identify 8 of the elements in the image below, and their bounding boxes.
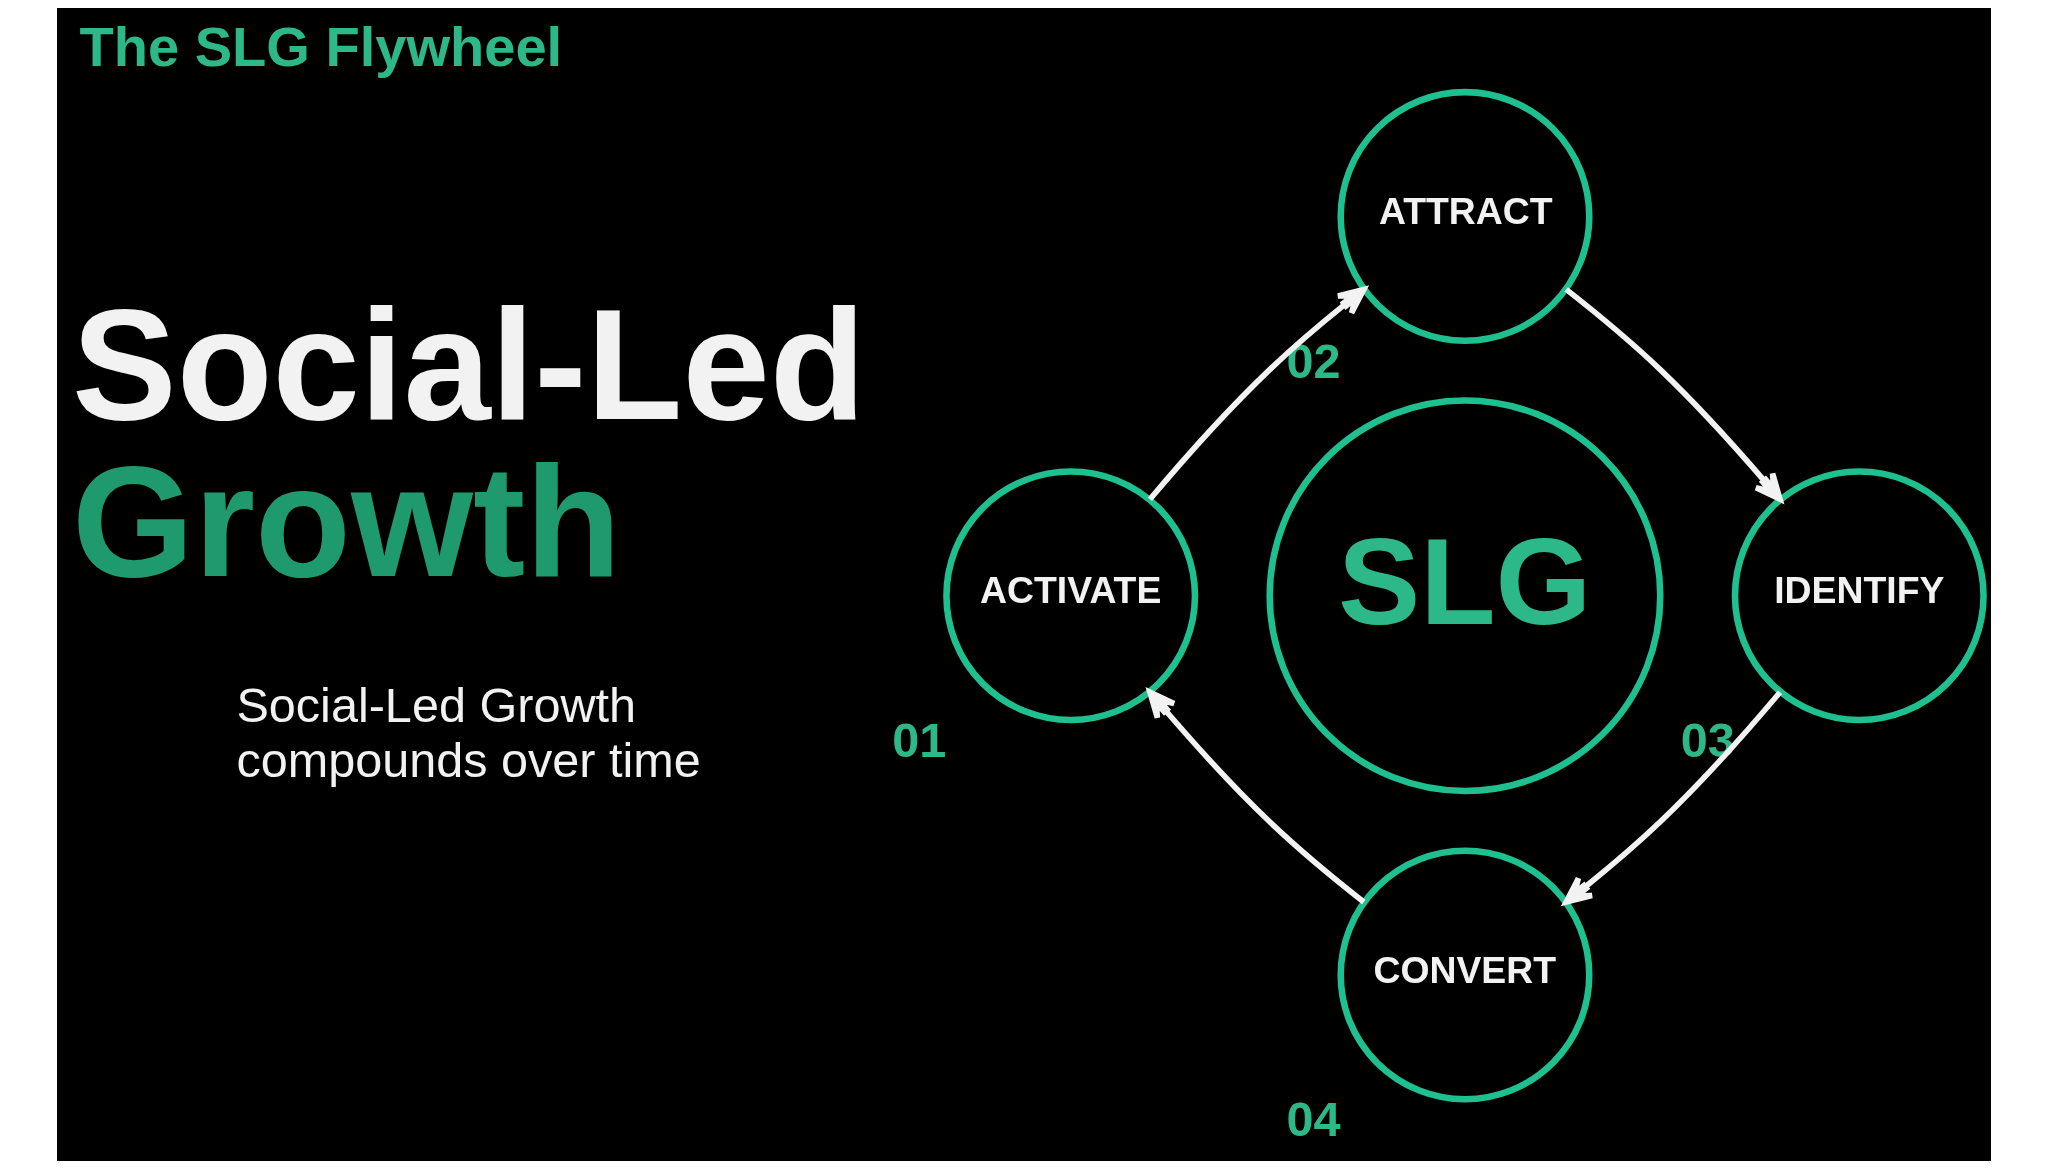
arrow	[1563, 690, 1783, 905]
node-circle: SLG	[1266, 397, 1664, 795]
arrow	[1147, 286, 1367, 502]
diagram-title: The SLG Flywheel	[79, 14, 563, 78]
label: Social-Led Growth	[71, 276, 866, 609]
arrow	[1564, 287, 1783, 503]
label: Social-Led Growth compounds over time	[236, 678, 701, 787]
arrow	[1147, 689, 1366, 905]
